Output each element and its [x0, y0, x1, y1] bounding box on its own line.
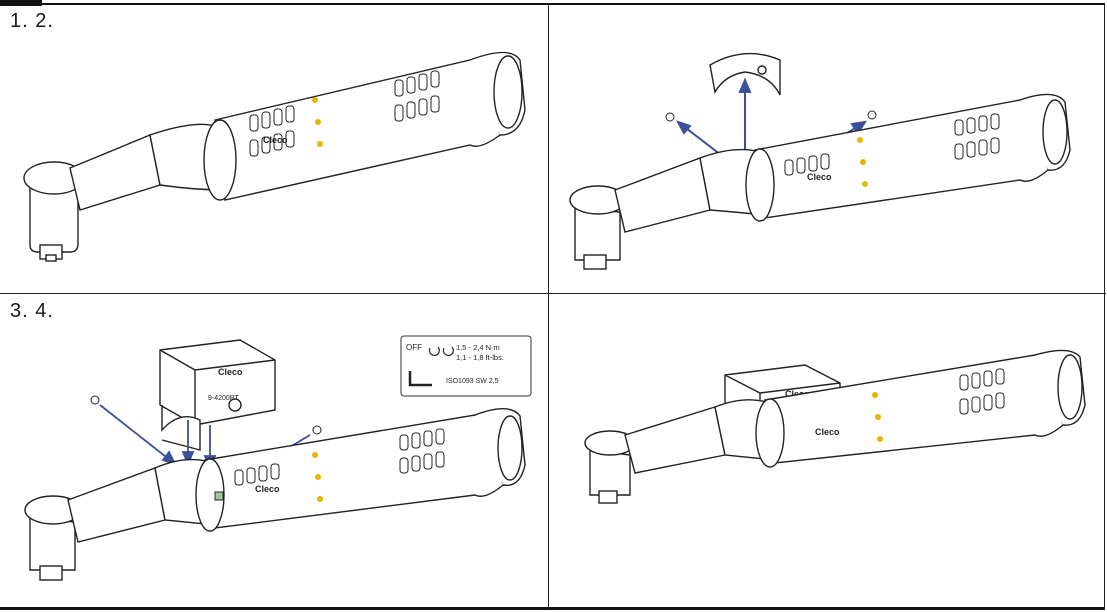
yellow-accent-marks: [312, 97, 323, 147]
torque-module: [159, 339, 276, 451]
label-torque-ftlbs: 1,1 - 1,8 ft-lbs.: [456, 353, 504, 362]
panel-2-cover-removal-illustration: Cleco: [569, 52, 1071, 270]
slot-pattern: [959, 368, 1005, 415]
slot-pattern: [234, 428, 445, 486]
step-number-3-4: 3. 4.: [10, 300, 54, 322]
hex-key-icon: [408, 371, 432, 387]
screw-icon: [665, 110, 877, 122]
nutrunner-tool: [24, 408, 526, 581]
screw-icon: [90, 395, 322, 435]
module-code-text: 9-4200PT: [208, 395, 239, 402]
slot-pattern: [784, 113, 1000, 176]
panel-4-assembled-tool-illustration: Cleco 9-4200PT Cleco: [584, 349, 1086, 504]
yellow-accent-marks: [872, 392, 883, 442]
nutrunner-tool: [584, 349, 1086, 504]
panel-1-tool-illustration: Cleco: [23, 51, 526, 262]
panel-3-module-installation-illustration: Cleco 9-4200PT Cleco: [24, 339, 526, 581]
nutrunner-tool: [23, 51, 526, 262]
brand-logo-text: Cleco: [815, 427, 840, 437]
yellow-accent-marks: [312, 452, 323, 502]
slot-pattern: [249, 70, 440, 157]
label-torque-nm: 1,5 - 2,4 N·m: [456, 343, 500, 352]
label-tool-spec: ISO1093 SW 2,5: [446, 378, 499, 385]
instruction-grid: [0, 3, 1105, 610]
rotation-arrow-icon: [428, 346, 454, 356]
torque-spec-label: OFF 1,5 - 2,4 N·m 1,1 - 1,8 ft-lbs. ISO1…: [400, 335, 532, 397]
grid-border-right: [1104, 5, 1105, 610]
step-number-1-2: 1. 2.: [10, 10, 54, 32]
yellow-accent-marks: [857, 137, 868, 187]
cover-part: [709, 52, 781, 96]
label-off-text: OFF: [406, 343, 422, 352]
brand-logo-text: Cleco: [263, 135, 288, 145]
grid-divider-horizontal: [0, 293, 1106, 294]
brand-logo-text: Cleco: [255, 484, 280, 494]
brand-logo-text: Cleco: [807, 172, 832, 182]
connector-marker: [214, 491, 224, 501]
grid-divider-vertical: [548, 5, 549, 610]
module-brand-text: Cleco: [218, 367, 243, 377]
